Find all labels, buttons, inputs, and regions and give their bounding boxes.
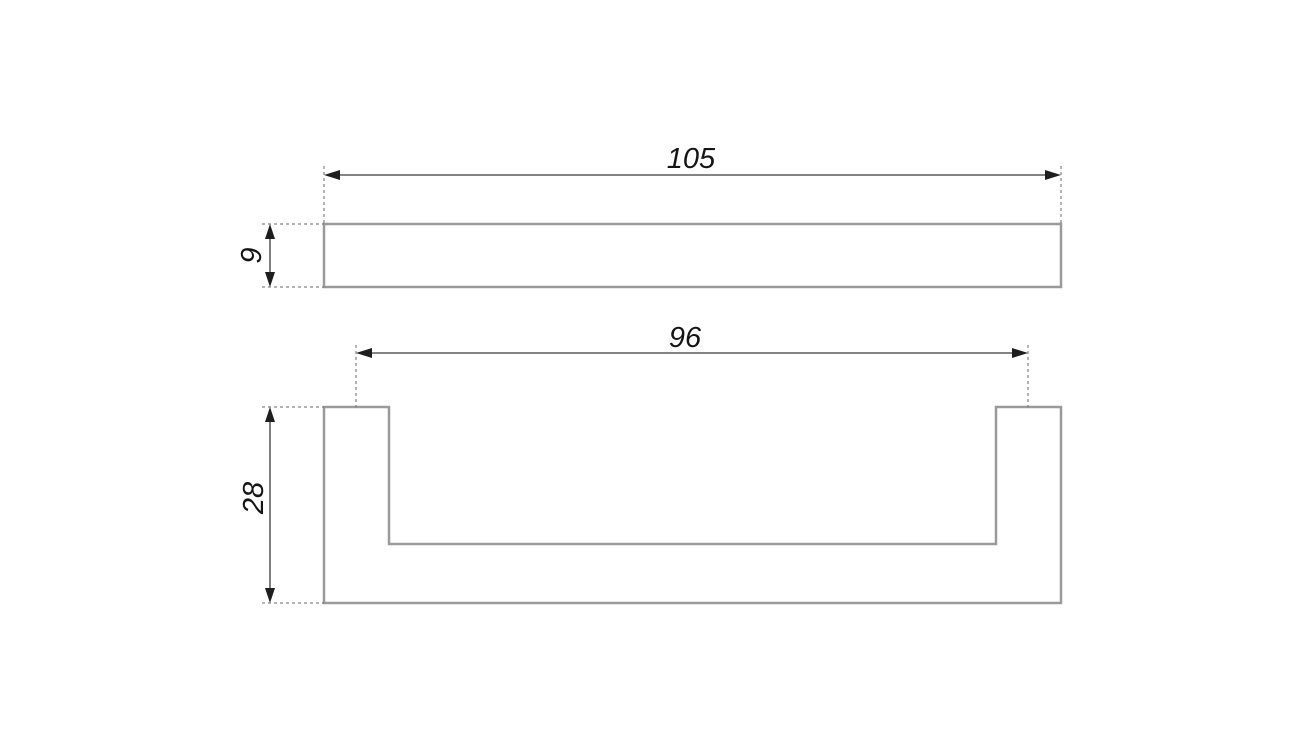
arrow-down-icon bbox=[265, 588, 275, 603]
arrow-up-icon bbox=[265, 407, 275, 422]
hole-spacing-label: 96 bbox=[669, 322, 702, 354]
hole-spacing-dimension: 96 bbox=[356, 322, 1028, 358]
height-dimension: 28 bbox=[238, 407, 275, 603]
thickness-dimension: 9 bbox=[236, 224, 275, 287]
thickness-label: 9 bbox=[236, 247, 268, 263]
overall-length-label: 105 bbox=[667, 143, 716, 175]
top-view: 105 9 bbox=[236, 143, 1063, 289]
top-view-outline bbox=[322, 222, 1063, 289]
arrow-up-icon bbox=[265, 224, 275, 239]
arrow-right-icon bbox=[1012, 348, 1028, 358]
front-view-outline bbox=[322, 405, 1063, 605]
arrow-left-icon bbox=[324, 170, 340, 180]
height-label: 28 bbox=[238, 482, 270, 515]
arrow-right-icon bbox=[1045, 170, 1061, 180]
arrow-down-icon bbox=[265, 272, 275, 287]
arrow-left-icon bbox=[356, 348, 372, 358]
overall-length-dimension: 105 bbox=[324, 143, 1061, 180]
front-view: 96 28 bbox=[238, 322, 1063, 605]
